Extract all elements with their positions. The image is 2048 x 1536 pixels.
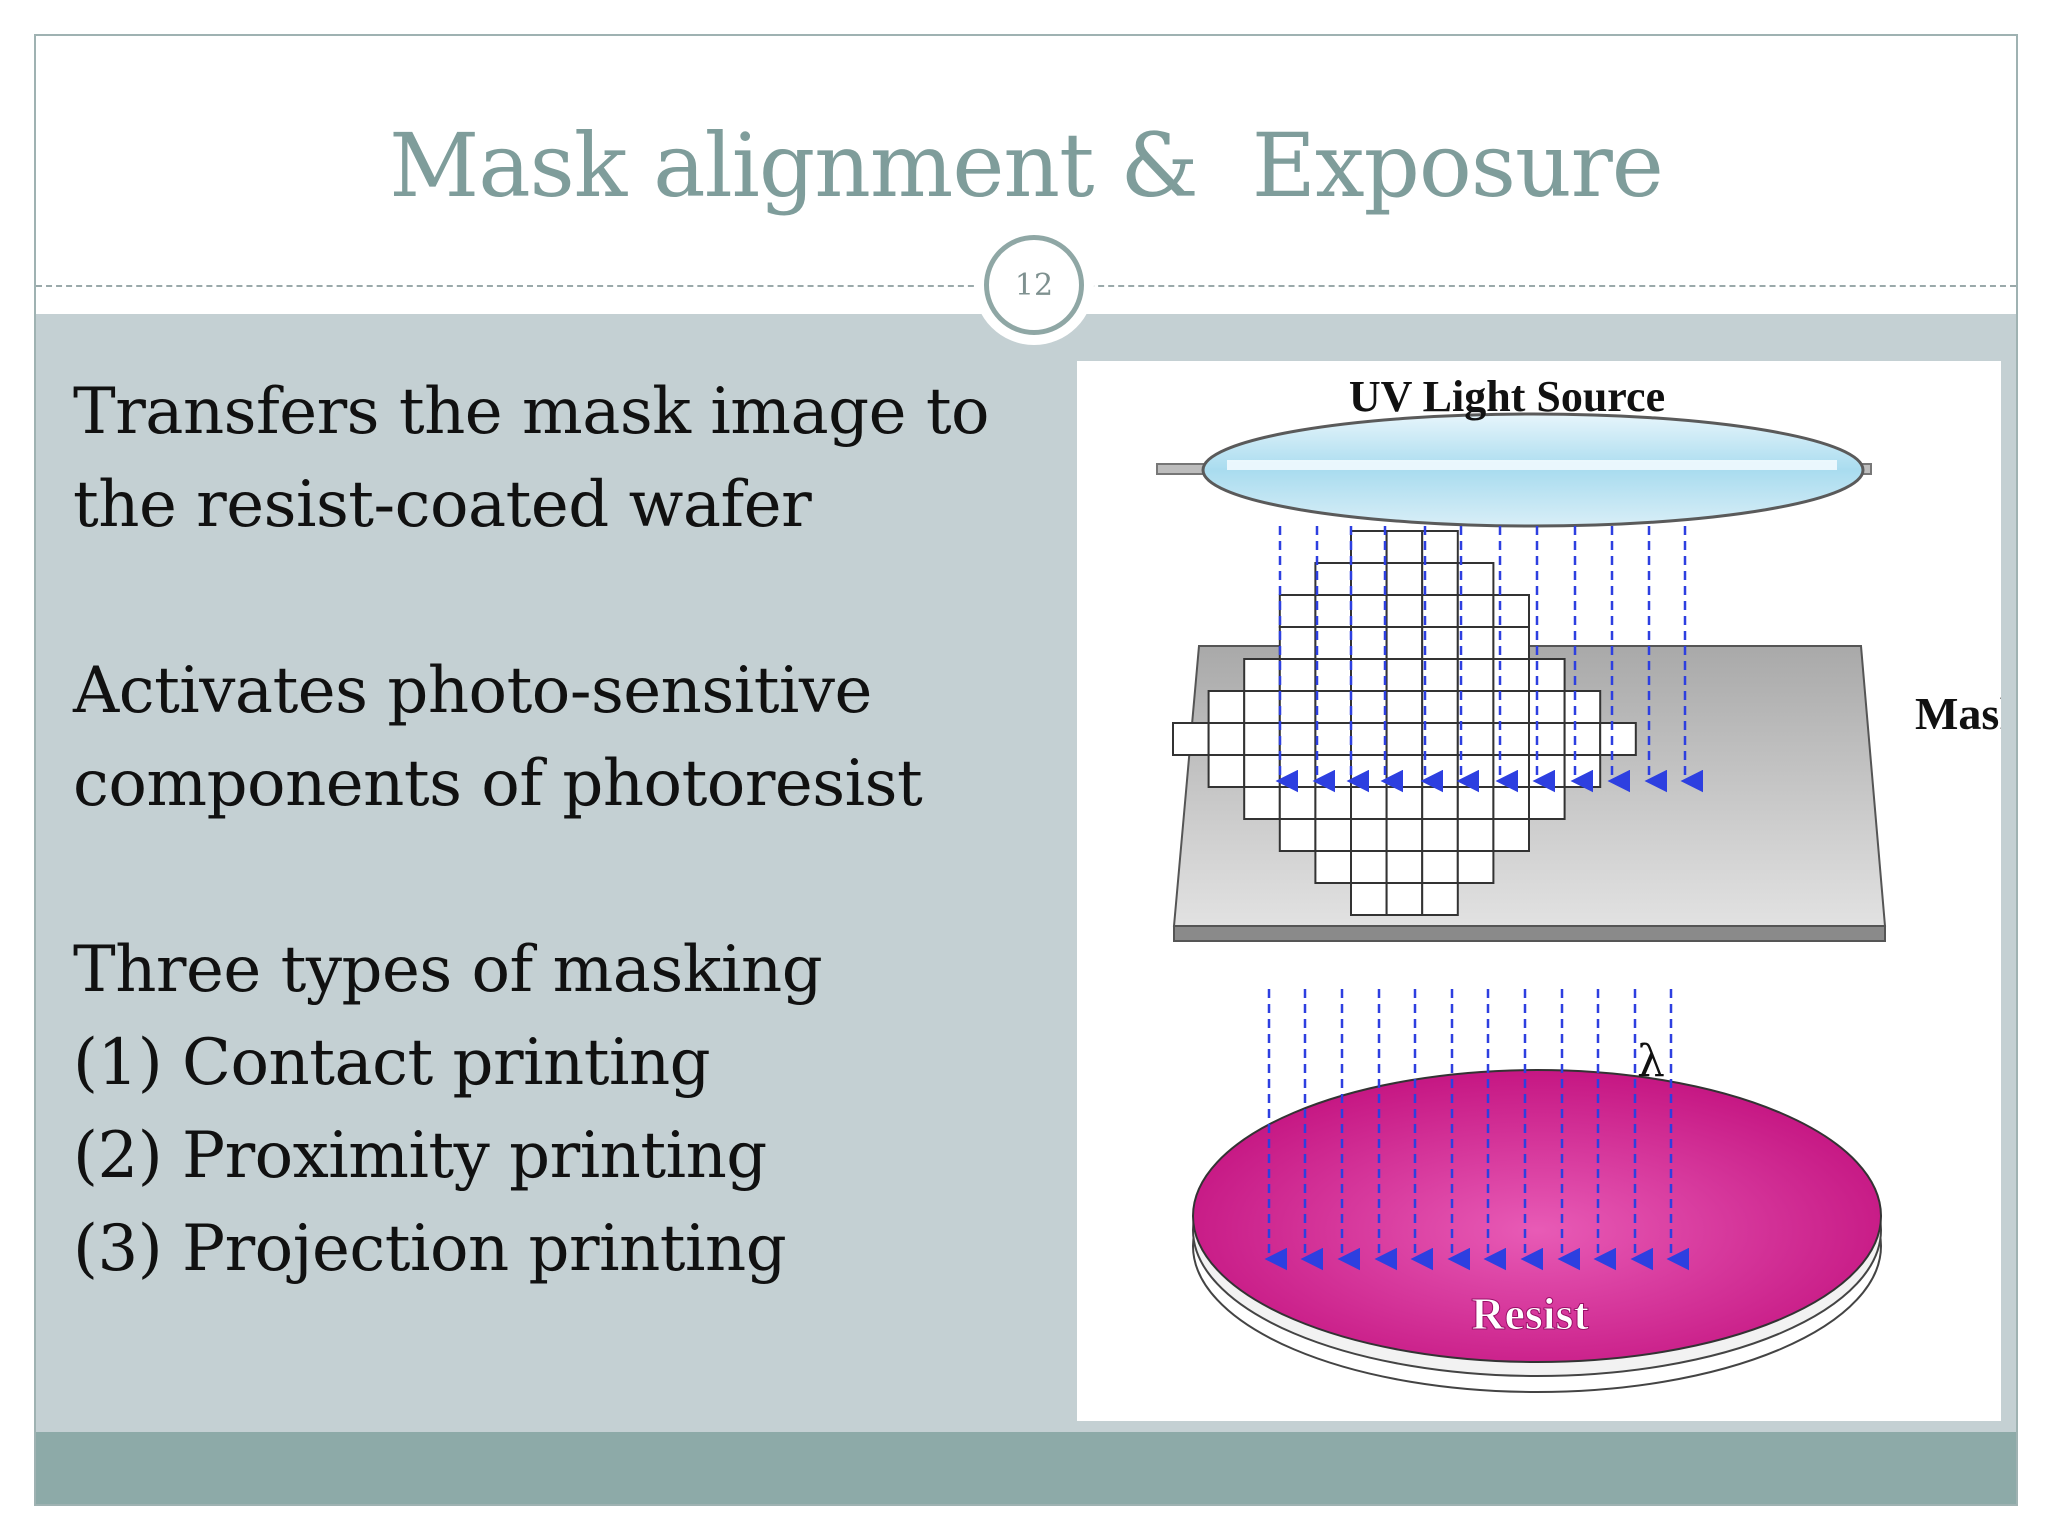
uv-light-source-label: UV Light Source (1349, 372, 1665, 421)
resist-label: Resist (1471, 1288, 1589, 1339)
text-line: Three types of masking (73, 933, 823, 1007)
text-line: the resist-coated wafer (73, 468, 812, 542)
resist-wafer (1192, 1069, 1882, 1393)
uv-arrows (1264, 526, 1703, 1271)
list-item-projection: (3) Projection printing (73, 1212, 787, 1286)
page-number: 12 (1014, 267, 1054, 303)
slide: Mask alignment & Exposure 12 Transfers t… (34, 34, 2018, 1506)
list-item-contact: (1) Contact printing (73, 1026, 711, 1100)
wavelength-label: λ (1637, 1036, 1665, 1087)
text-line: Activates photo-sensitive (73, 654, 872, 728)
exposure-diagram-svg: UV Light Source Mask Resist λ (1156, 372, 2001, 1393)
list-item-proximity: (2) Proximity printing (73, 1119, 767, 1193)
paragraph-photoresist: Activates photo-sensitive components of … (73, 645, 1073, 831)
mask (1172, 530, 1887, 942)
paragraph-mask-transfer: Transfers the mask image to the resist-c… (73, 366, 1073, 552)
text-line: components of photoresist (73, 747, 923, 821)
slide-text: Transfers the mask image to the resist-c… (73, 366, 1073, 1296)
footer-band (36, 1432, 2016, 1504)
page-number-badge: 12 (984, 235, 1084, 335)
mask-label: Mask (1915, 688, 2001, 739)
text-line: Transfers the mask image to (73, 375, 990, 449)
exposure-diagram: UV Light Source Mask Resist λ (1077, 361, 2001, 1421)
uv-lamp (1156, 412, 1872, 528)
slide-title: Mask alignment & Exposure (389, 114, 1664, 217)
paragraph-masking-types: Three types of masking (1) Contact print… (73, 924, 1073, 1296)
